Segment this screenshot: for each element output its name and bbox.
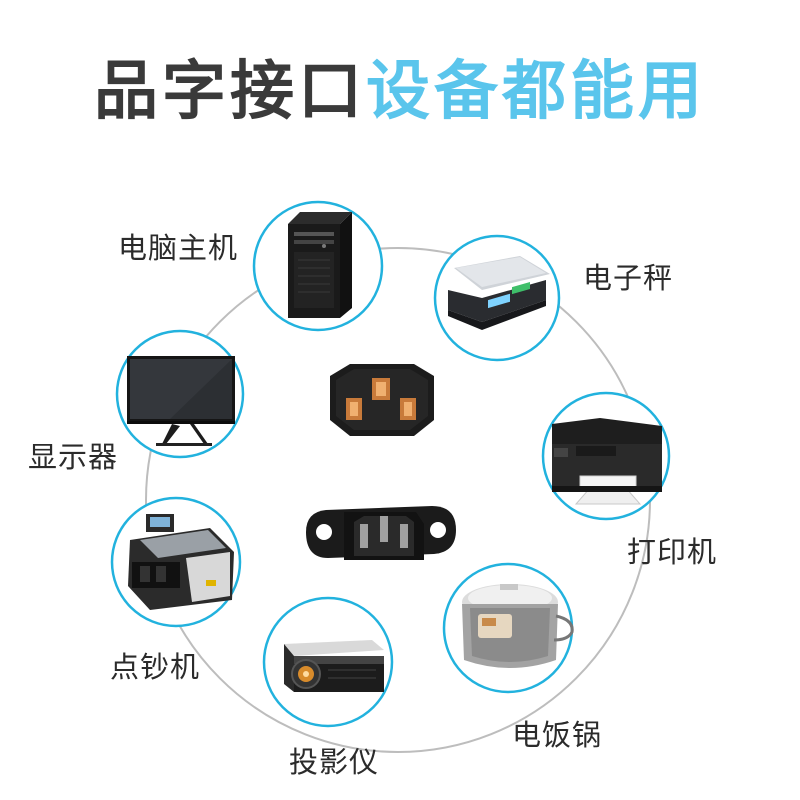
pc-tower-icon xyxy=(288,212,352,318)
headline: 品字接口设备都能用 xyxy=(0,52,800,132)
c14-inlet-icon xyxy=(306,506,456,560)
label-counter: 点钞机 xyxy=(110,650,201,684)
rice-cooker-icon xyxy=(462,584,574,668)
label-projector: 投影仪 xyxy=(289,745,380,779)
label-scale: 电子秤 xyxy=(583,261,674,295)
headline-part1: 品字接口 xyxy=(94,55,366,129)
device-monitor xyxy=(115,329,245,459)
device-printer xyxy=(541,391,671,521)
projector-icon xyxy=(284,640,384,692)
money-counter-icon xyxy=(128,514,234,610)
device-cooker xyxy=(442,562,574,694)
device-projector xyxy=(262,596,394,728)
label-monitor: 显示器 xyxy=(28,440,119,474)
c13-socket-icon xyxy=(330,364,434,436)
monitor-icon xyxy=(127,356,235,446)
printer-icon xyxy=(552,418,662,505)
electronic-scale-icon xyxy=(448,256,550,330)
label-cooker: 电饭锅 xyxy=(512,718,603,752)
label-pc: 电脑主机 xyxy=(118,231,239,265)
device-pc xyxy=(252,200,384,332)
label-printer: 打印机 xyxy=(627,535,718,569)
device-counter xyxy=(110,496,242,628)
device-scale xyxy=(433,234,561,362)
headline-part2: 设备都能用 xyxy=(366,55,706,129)
